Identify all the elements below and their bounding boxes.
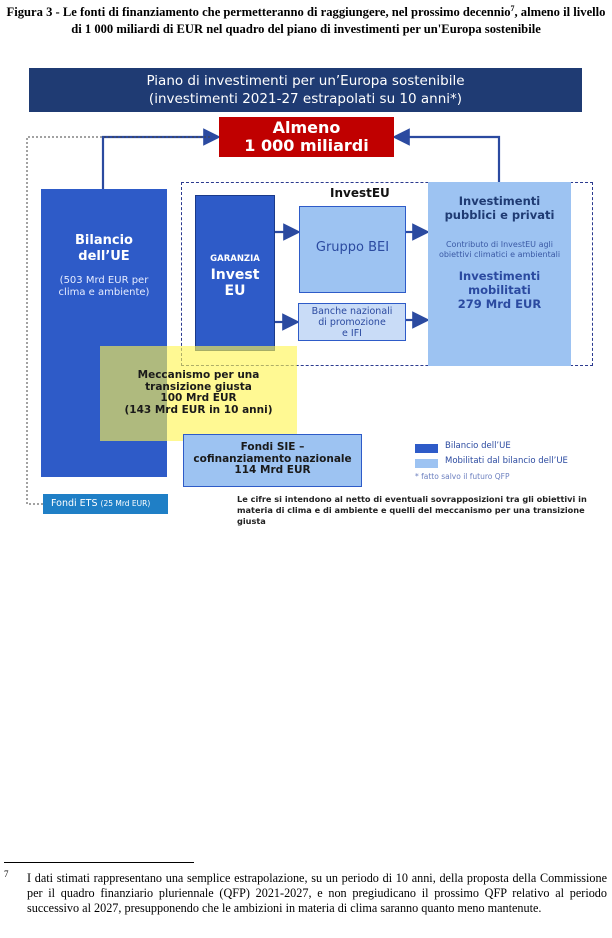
legend-swatch-mobilised xyxy=(415,459,438,468)
investeu-frame xyxy=(181,182,593,366)
figure-caption: Figura 3 - Le fonti di finanziamento che… xyxy=(4,1,608,37)
footnote-separator xyxy=(4,862,194,863)
banner-title: Piano di investimenti per un’Europa sost… xyxy=(146,73,465,89)
just-transition-box: Meccanismo per una transizione giusta 10… xyxy=(100,346,297,441)
total-box: Almeno 1 000 miliardi xyxy=(219,117,394,157)
legend: Bilancio dell’UE Mobilitati dal bilancio… xyxy=(415,441,605,487)
dotted-ets-link xyxy=(26,136,212,505)
esi-funds-box: Fondi SIE – cofinanziamento nazionale 11… xyxy=(183,434,362,487)
plan-banner: Piano di investimenti per un’Europa sost… xyxy=(29,68,582,112)
legend-budget-label: Bilancio dell’UE xyxy=(445,441,511,451)
footnote-number: 7 xyxy=(4,869,9,879)
footnote-reference[interactable]: 7 xyxy=(510,4,515,13)
banks-line-2: di promozione xyxy=(318,317,386,328)
investeu-label: InvestEU xyxy=(330,186,390,200)
total-label: Almeno xyxy=(272,118,341,137)
banks-line-3: e IFI xyxy=(342,328,362,339)
guarantee-label: GARANZIA xyxy=(210,254,260,264)
arrow-bilancio-to-total xyxy=(101,128,221,189)
eib-group-box: Gruppo BEI xyxy=(299,206,406,293)
legend-swatch-budget xyxy=(415,444,438,453)
arrow-investments-to-total xyxy=(392,128,501,182)
jtm-line-2: transizione giusta xyxy=(145,380,252,393)
jtm-line-3: 100 Mrd EUR xyxy=(160,392,237,404)
national-banks-box: Banche nazionali di promozione e IFI xyxy=(298,303,406,341)
ets-label: Fondi ETS xyxy=(51,498,98,509)
esi-line-3: 114 Mrd EUR xyxy=(234,464,311,476)
banner-subtitle: (investimenti 2021-27 estrapolati su 10 … xyxy=(148,91,463,107)
eu-budget-amount: (503 Mrd EUR per clima e ambiente) xyxy=(58,275,150,298)
legend-mobilised-label: Mobilitati dal bilancio dell’UE xyxy=(445,456,568,466)
footnote-text: I dati stimati rappresentano una semplic… xyxy=(27,871,607,915)
overlap-note: Le cifre si intendono al netto di eventu… xyxy=(237,494,587,526)
investeu-contribution-text: Contributo di InvestEU agli obiettivi cl… xyxy=(438,240,561,259)
jtm-line-1: Meccanismo per una xyxy=(137,369,260,381)
legend-footnote: * fatto salvo il futuro QFP xyxy=(415,472,510,481)
jtm-line-4: (143 Mrd EUR in 10 anni) xyxy=(124,403,273,416)
ets-funds-box: Fondi ETS (25 Mrd EUR) xyxy=(43,494,168,514)
esi-line-2: cofinanziamento nazionale xyxy=(193,452,352,465)
caption-text: Figura 3 - Le fonti di finanziamento che… xyxy=(6,5,511,20)
banks-line-1: Banche nazionali xyxy=(311,306,393,317)
esi-line-1: Fondi SIE – xyxy=(240,441,305,453)
total-amount: 1 000 miliardi xyxy=(244,136,369,155)
ets-amount: (25 Mrd EUR) xyxy=(100,499,151,508)
caption-text-end: , almeno il livello di 1 000 miliardi di… xyxy=(71,5,606,36)
